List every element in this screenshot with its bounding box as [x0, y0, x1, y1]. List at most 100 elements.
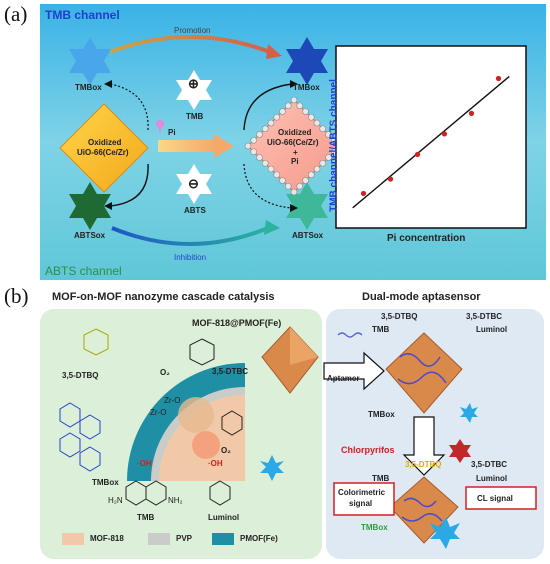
- dtbq-label: 3,5-DTBQ: [62, 371, 99, 380]
- abtsox-left-star-icon: [69, 182, 111, 230]
- zr-o-label-2: Zr-O: [150, 408, 167, 417]
- bottom-dtbc-label: 3,5-DTBC: [471, 460, 508, 469]
- mof-bead: [273, 113, 281, 121]
- zr-o-label-1: Zr-O: [164, 396, 181, 405]
- colorimetric-line-2: signal: [349, 499, 373, 508]
- mof-right-line-1: Oxidized: [278, 128, 312, 137]
- mof-bead: [290, 188, 298, 196]
- cl-burst-icon-left: [260, 455, 284, 481]
- tmbox-left-label: TMBox: [75, 83, 102, 92]
- legend-label-mof818: MOF-818: [90, 534, 124, 543]
- mof-left-line-1: Oxidized: [88, 138, 122, 147]
- mof818-pmof-particle: [261, 326, 319, 394]
- chlorpyrifos-icon: [449, 439, 471, 463]
- pi-label: Pi: [168, 128, 176, 137]
- mof-bead: [279, 108, 286, 115]
- tmbox-right-label: TMBox: [293, 83, 320, 92]
- mof-bead: [302, 177, 309, 184]
- colorimetric-line-1: Colorimetric: [338, 488, 386, 497]
- abtsox-left-label: ABTSox: [74, 231, 106, 240]
- mof-right-line-2: UiO-66(Ce/Zr): [267, 138, 319, 147]
- aptamer-strand-icon: [337, 332, 363, 338]
- bottom-luminol-label: Luminol: [476, 474, 508, 483]
- data-point-5: [468, 110, 475, 116]
- tmbox-left-label-b: TMBox: [92, 478, 119, 487]
- legend-swatch-mof818: [62, 533, 84, 545]
- mof-bead: [261, 125, 269, 133]
- mof-bead: [279, 177, 286, 184]
- mof-bead: [325, 154, 332, 161]
- h2n-label: H₂N: [108, 496, 123, 505]
- o2-label-top: O₂: [160, 368, 170, 377]
- panel-b-diagram: [40, 309, 544, 559]
- aptasensor-particle-bottom: [389, 476, 459, 544]
- mof-bead: [244, 142, 252, 150]
- right-tmbox-label: TMBox: [368, 410, 395, 419]
- abtsox-right-label: ABTSox: [292, 231, 324, 240]
- tmb-label: TMB: [186, 112, 204, 121]
- mof-bead: [325, 131, 332, 138]
- pi-icon: [156, 120, 164, 128]
- mof-bead: [302, 108, 309, 115]
- data-point-2: [387, 176, 394, 182]
- mof-left-line-2: UiO-66(Ce/Zr): [77, 148, 129, 157]
- oxidized-mof-right: [244, 96, 344, 196]
- legend-swatch-pvp: [148, 533, 170, 545]
- data-point-1: [360, 190, 367, 197]
- mof-bead: [290, 96, 298, 104]
- cl-signal-box: [465, 486, 537, 510]
- right-dtbq-label: 3,5-DTBQ: [381, 312, 418, 321]
- mof-bead: [256, 154, 263, 161]
- mof-bead: [261, 159, 269, 167]
- mof-bead: [284, 102, 292, 110]
- colorimetric-signal-box: [333, 482, 395, 516]
- aptasensor-particle-top: [385, 332, 463, 414]
- plus-sign: ⊕: [188, 76, 199, 91]
- aptamer-arrow: [323, 351, 385, 391]
- abts-label: ABTS: [184, 206, 206, 215]
- pi-arrow: [158, 140, 214, 152]
- nh2-label: NH₂: [168, 496, 183, 505]
- mof-bead: [296, 102, 304, 110]
- mof-bead: [256, 131, 263, 138]
- mof-bead: [250, 148, 258, 156]
- tmbox-left-star-icon: [69, 37, 111, 85]
- chart-x-label: Pi concentration: [387, 233, 466, 244]
- mof-bead: [319, 125, 327, 133]
- bottom-tmbox-label: TMBox: [361, 523, 388, 532]
- cl-signal-label: CL signal: [477, 494, 513, 503]
- abts-star-icon: [176, 164, 212, 204]
- detection-arrow: [402, 416, 446, 476]
- mof-bead: [313, 165, 321, 173]
- cl-burst-icon-top: [460, 403, 478, 423]
- legend-label-pmof: PMOF(Fe): [240, 534, 278, 543]
- o2-label-bottom: O₂: [221, 446, 231, 455]
- mof818-pmof-label: MOF-818@PMOF(Fe): [192, 318, 282, 328]
- minus-sign: ⊖: [188, 176, 199, 191]
- bottom-dtbq-label: 3,5-DTBQ: [405, 460, 442, 469]
- inhibition-arrow: [111, 226, 269, 246]
- legend-swatch-pmof: [212, 533, 234, 545]
- cl-burst-icon-bottom: [430, 517, 460, 549]
- dtbc-label: 3,5-DTBC: [212, 367, 249, 376]
- fit-line: [352, 75, 510, 209]
- tmb-channel-title: TMB channel: [45, 8, 120, 22]
- oh-label-right: ·OH: [208, 459, 223, 468]
- legend-label-pvp: PVP: [176, 534, 193, 543]
- tmb-bottom-label: TMB: [137, 513, 155, 522]
- tmb-star-icon: [176, 70, 212, 110]
- data-point-4: [441, 131, 448, 137]
- mof-bead: [273, 171, 281, 179]
- tmbox-right-star-icon: [286, 37, 328, 85]
- oxidized-mof-left: [59, 103, 149, 193]
- right-dtbc-label: 3,5-DTBC: [466, 312, 503, 321]
- promotion-label: Promotion: [174, 26, 211, 35]
- chart-y-label: TMB channel/ABTS channel: [328, 79, 340, 212]
- molecule-sketches: [59, 328, 243, 506]
- data-point-3: [414, 151, 421, 158]
- inhibition-label: Inhibition: [174, 253, 207, 262]
- chlorpyrifos-label: Chlorpyrifos: [341, 445, 395, 455]
- right-luminol-label: Luminol: [476, 325, 508, 334]
- data-point-6: [495, 75, 502, 82]
- mof-bead: [307, 113, 315, 121]
